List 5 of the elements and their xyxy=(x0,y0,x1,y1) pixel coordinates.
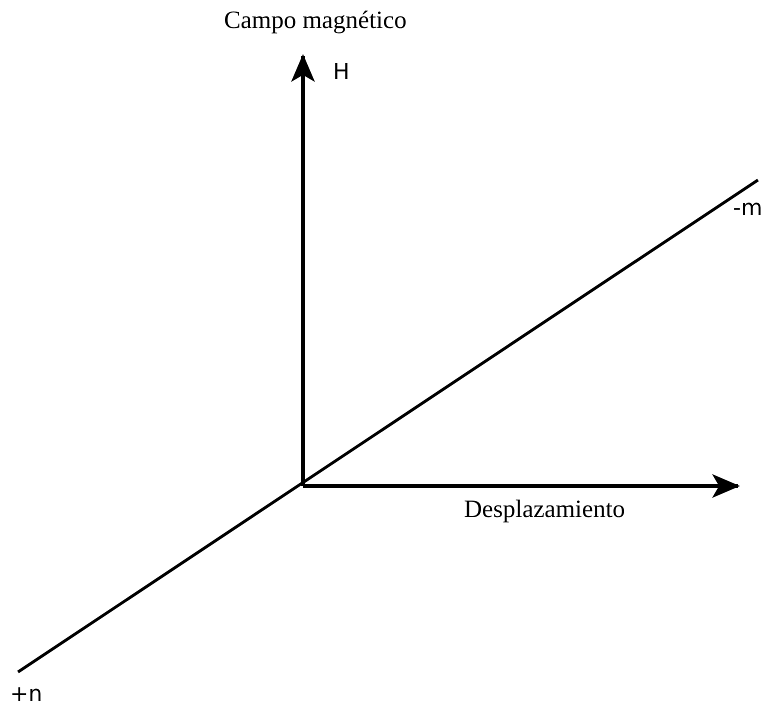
axis-title: Campo magnético xyxy=(224,8,407,33)
axis-label: +n xyxy=(10,684,42,706)
axis-title: Desplazamiento xyxy=(464,497,626,522)
axis-label: -m xyxy=(733,198,762,220)
axis-label: H xyxy=(333,62,350,84)
